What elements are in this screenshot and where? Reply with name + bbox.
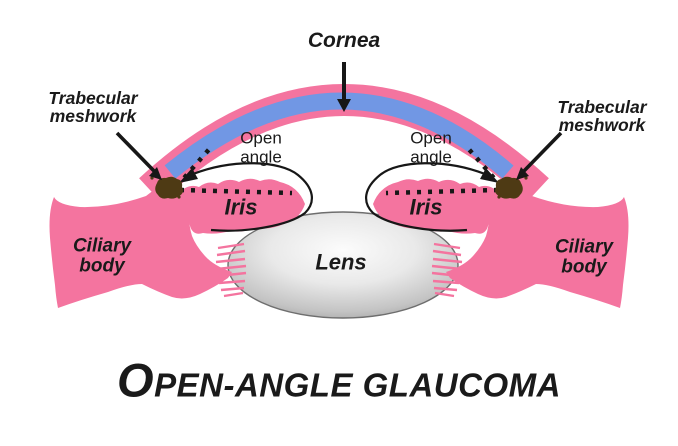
ciliary-body-label-right: Ciliary body	[554, 236, 614, 277]
open-angle-label-left: Open angle	[240, 128, 282, 166]
open-angle-dashed-ray-up-left	[175, 144, 214, 188]
zonule-fibers-left	[215, 242, 247, 298]
title-initial-letter: O	[117, 353, 155, 407]
cornea-label-arrowhead	[337, 99, 351, 112]
open-angle-dashed-ray-horizontal-left	[179, 187, 293, 196]
left-eye-structures	[49, 131, 313, 308]
trabecular-meshwork-label-right: Trabecular meshwork	[557, 96, 647, 135]
cornea-label: Cornea	[307, 29, 381, 53]
aqueous-flow-line-left	[192, 162, 313, 232]
trabecular-speck-left	[150, 176, 154, 180]
open-angle-label-right: Open angle	[410, 128, 452, 166]
iris-shape-left	[178, 178, 305, 234]
ciliary-body-label-left: Ciliary body	[72, 235, 132, 276]
iris-label-left: Iris	[224, 194, 258, 220]
aqueous-flow-arrowhead-left	[179, 168, 198, 183]
trabecular-meshwork-blob-left	[155, 176, 183, 199]
trabecular-label-arrowhead-left	[149, 167, 162, 180]
trabecular-speck-left	[177, 195, 181, 199]
ciliary-body-shape-left	[49, 183, 232, 308]
lens-label: Lens	[315, 249, 367, 275]
trabecular-label-arrow-left	[115, 131, 157, 174]
trabecular-meshwork-label-left: Trabecular meshwork	[48, 87, 138, 126]
iris-label-right: Iris	[409, 194, 443, 220]
title-rest-text: PEN-ANGLE GLAUCOMA	[154, 366, 561, 404]
lens-shape	[227, 211, 459, 319]
